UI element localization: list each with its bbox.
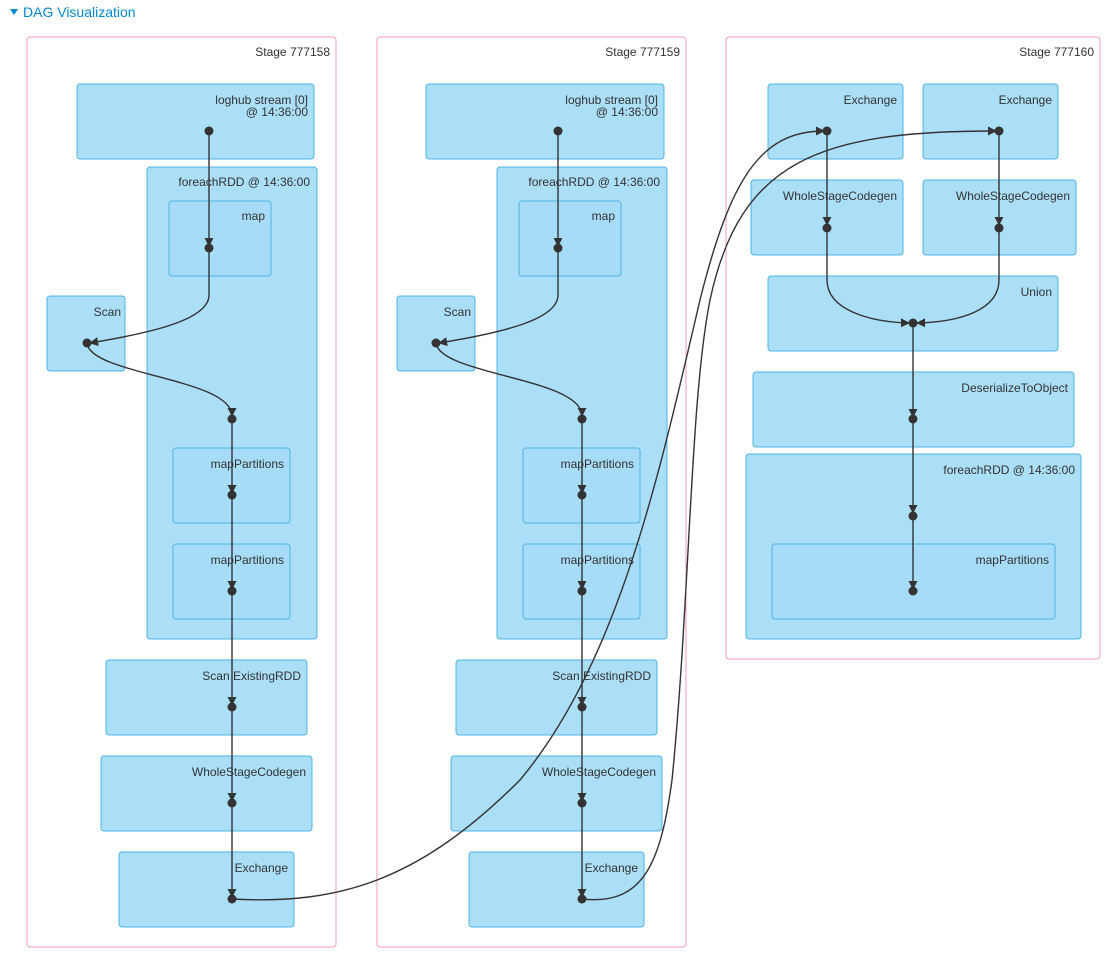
edge-cross-stage [231,126,825,901]
cluster-label: foreachRDD @ 14:36:00 [528,175,660,189]
cluster-label: Union [1021,285,1052,299]
stage-title: Stage 777159 [605,45,680,59]
cluster-scan-existingrdd[interactable]: Scan ExistingRDD [105,659,308,736]
dag-node[interactable] [822,126,832,136]
dag-node[interactable] [577,586,587,596]
cluster-scan-existingrdd[interactable]: Scan ExistingRDD [455,659,658,736]
cluster-map[interactable]: map [168,200,272,277]
cluster-label: WholeStageCodegen [956,189,1070,203]
cluster-loghub-stream[interactable]: loghub stream [0] @ 14:36:00 [425,83,665,160]
dag-node[interactable] [822,223,832,233]
dag-node[interactable] [227,894,237,904]
cluster-scan[interactable]: Scan [46,295,126,372]
cluster-label: Exchange [585,861,639,875]
cluster-label: @ 14:36:00 [596,105,659,119]
cluster-label: Scan [94,305,121,319]
cluster-exchange[interactable]: Exchange [118,851,295,928]
cluster-label: mapPartitions [211,457,284,471]
cluster-label: Exchange [999,93,1053,107]
cluster-exchange[interactable]: Exchange [922,83,1059,160]
dag-node[interactable] [553,126,563,136]
dag-node[interactable] [908,414,918,424]
cluster-label: foreachRDD @ 14:36:00 [943,463,1075,477]
edges [86,126,1004,901]
dag-node[interactable] [577,894,587,904]
dag-node[interactable] [908,511,918,521]
dag-node[interactable] [204,243,214,253]
stage-title: Stage 777158 [255,45,330,59]
cluster-label: Exchange [844,93,898,107]
cluster-exchange[interactable]: Exchange [468,851,645,928]
edge [438,248,559,347]
cluster-label: WholeStageCodegen [783,189,897,203]
dag-node[interactable] [908,586,918,596]
cluster-label: foreachRDD @ 14:36:00 [178,175,310,189]
cluster-union[interactable]: Union [767,275,1059,352]
cluster-label: Exchange [235,861,289,875]
dag-node[interactable] [227,414,237,424]
cluster-label: Scan ExistingRDD [202,669,301,683]
stage-777158[interactable]: Stage 777158 loghub stream [0] @ 14:36:0… [26,36,337,948]
dag-node[interactable] [994,126,1004,136]
edge [435,342,587,417]
cluster-label: mapPartitions [211,553,284,567]
dag-node[interactable] [431,338,441,348]
dag-node[interactable] [204,126,214,136]
cluster-label: WholeStageCodegen [192,765,306,779]
dag-node[interactable] [553,243,563,253]
dag-node[interactable] [227,798,237,808]
dag-visualization-toggle[interactable]: DAG Visualization [10,3,136,21]
cluster-label: WholeStageCodegen [542,765,656,779]
cluster-scan[interactable]: Scan [396,295,476,372]
cluster-label: mapPartitions [976,553,1049,567]
cluster-label: DeserializeToObject [961,381,1068,395]
dag-node[interactable] [908,318,918,328]
nodes [82,126,1004,904]
edge [916,228,1000,328]
dag-node[interactable] [577,798,587,808]
cluster-label: loghub stream [0] [215,93,308,107]
dag-node[interactable] [227,702,237,712]
dag-node[interactable] [994,223,1004,233]
stage-777159[interactable]: Stage 777159 loghub stream [0] @ 14:36:0… [376,36,687,948]
dag-node[interactable] [577,414,587,424]
cluster-map[interactable]: map [518,200,622,277]
cluster-loghub-stream[interactable]: loghub stream [0] @ 14:36:00 [76,83,315,160]
cluster-wholestagecodegen[interactable]: WholeStageCodegen [450,755,663,832]
dag-node[interactable] [577,702,587,712]
dag-node[interactable] [227,490,237,500]
cluster-label: mapPartitions [561,553,634,567]
stage-title: Stage 777160 [1019,45,1094,59]
edge [86,342,237,417]
cluster-label: mapPartitions [561,457,634,471]
cluster-wholestagecodegen[interactable]: WholeStageCodegen [100,755,313,832]
dag-node[interactable] [82,338,92,348]
edge-cross-stage [581,126,997,901]
cluster-label: Scan ExistingRDD [552,669,651,683]
cluster-label: loghub stream [0] [565,93,658,107]
cluster-label: Scan [444,305,471,319]
caret-down-icon [10,9,18,15]
dag-visualization-title: DAG Visualization [23,4,136,20]
dag-node[interactable] [577,490,587,500]
cluster-label: @ 14:36:00 [246,105,309,119]
cluster-label: map [592,209,616,223]
cluster-label: map [242,209,266,223]
edge [826,228,910,328]
edge [89,248,210,347]
dag-node[interactable] [227,586,237,596]
